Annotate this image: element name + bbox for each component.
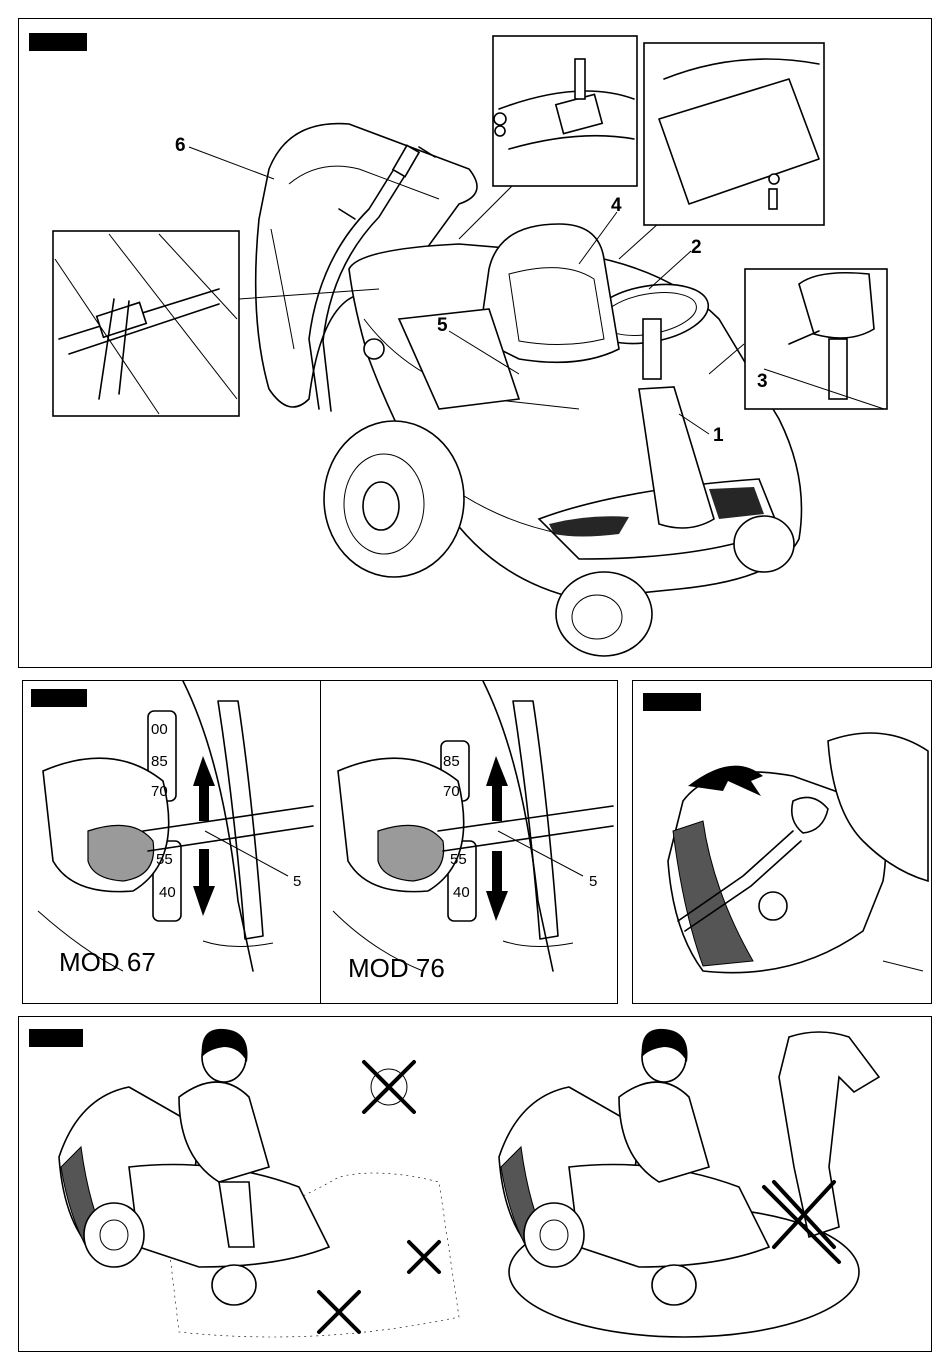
scale-left-00: 00 [151,721,168,738]
callout-4: 4 [611,195,622,217]
front-wheel [556,572,652,656]
model-label-right: MOD 76 [348,953,445,984]
model-label-left: MOD 67 [59,947,156,978]
catcher-handle-drawing [633,681,932,1004]
scale-left-85: 85 [151,753,168,770]
callout-6: 6 [175,135,186,157]
figure-1-panel: 6 4 2 5 3 1 [18,18,932,668]
figure-3-panel [632,680,932,1004]
tractor-overview-drawing [19,19,932,668]
scale-right-70: 70 [443,783,460,800]
scale-left-40: 40 [159,884,176,901]
figure-2-panel: 00 85 70 55 40 5 MOD 67 85 70 55 40 5 MO… [22,680,618,1004]
scale-right-85: 85 [443,753,460,770]
figure-4-panel [18,1016,932,1352]
safety-area-drawing [19,1017,932,1352]
callout-3: 3 [757,371,768,393]
scale-left-70: 70 [151,783,168,800]
scale-right-55: 55 [450,851,467,868]
callout-5: 5 [437,315,448,337]
callout-1: 1 [713,425,724,447]
front-wheel-right [734,516,794,572]
scale-left-55: 55 [156,851,173,868]
scale-right-40: 40 [453,884,470,901]
callout-2: 2 [691,237,702,259]
lever-label-left: 5 [293,873,301,890]
inset-plate-screws [644,43,824,225]
lever-label-right: 5 [589,873,597,890]
